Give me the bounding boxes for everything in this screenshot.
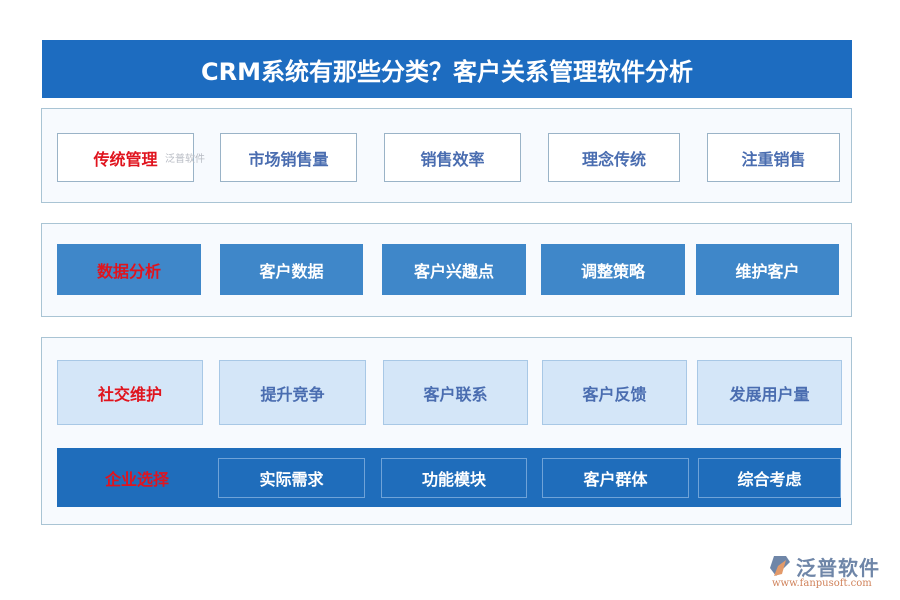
item-box: 销售效率 <box>384 133 521 182</box>
category-label: 传统管理 <box>57 133 194 182</box>
brand-logo: 泛普软件 www.fanpusoft.com <box>768 552 898 592</box>
item-box: 提升竞争 <box>219 360 366 425</box>
logo-name: 泛普软件 <box>796 556 880 580</box>
item-box: 功能模块 <box>381 458 527 498</box>
item-box: 客户反馈 <box>542 360 687 425</box>
category-label: 社交维护 <box>57 360 203 425</box>
item-box: 理念传统 <box>548 133 680 182</box>
category-label: 数据分析 <box>57 244 201 295</box>
page-title: CRM系统有那些分类？客户关系管理软件分析 <box>42 40 852 98</box>
watermark: 泛普软件 <box>165 154 205 165</box>
item-box: 实际需求 <box>218 458 365 498</box>
item-box: 维护客户 <box>696 244 839 295</box>
logo-url: www.fanpusoft.com <box>772 578 872 589</box>
category-label: 企业选择 <box>104 470 169 489</box>
item-box: 客户兴趣点 <box>382 244 526 295</box>
logo-icon <box>770 556 790 576</box>
item-box: 市场销售量 <box>220 133 357 182</box>
item-box: 发展用户量 <box>697 360 842 425</box>
item-box: 客户联系 <box>383 360 528 425</box>
item-box: 客户群体 <box>542 458 689 498</box>
item-box: 调整策略 <box>541 244 685 295</box>
item-box: 客户数据 <box>220 244 363 295</box>
item-box: 注重销售 <box>707 133 840 182</box>
item-box: 综合考虑 <box>698 458 841 498</box>
